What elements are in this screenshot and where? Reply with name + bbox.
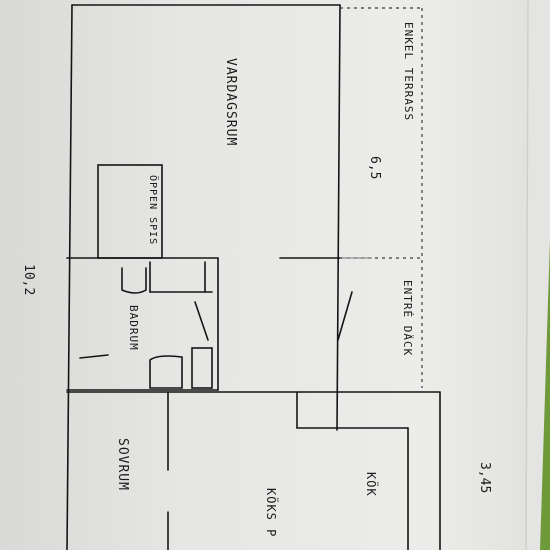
label-sovrum: SOVRUM: [115, 438, 130, 491]
label-entre-dack: ENTRÉ DÄCK: [401, 280, 414, 357]
dimension-terrace-depth: 6,5: [367, 156, 382, 180]
paper-sheet-front: [0, 0, 528, 550]
floor-plan-lines: [66, 4, 441, 550]
label-oppen-spis: ÖPPEN SPIS: [147, 175, 158, 246]
label-badrum: BADRUM: [127, 305, 140, 351]
label-vardagsrum: VARDAGSRUM: [223, 58, 238, 147]
label-koks-partial: KÖKS P: [264, 488, 278, 538]
terrace-dashed-outline: [340, 7, 423, 388]
label-kok: KÖK: [364, 472, 378, 497]
label-enkel-terrass: ENKEL TERRASS: [402, 22, 415, 122]
dimension-total-length: 10,2: [21, 264, 36, 296]
dimension-side-length: 3,45: [477, 462, 492, 494]
